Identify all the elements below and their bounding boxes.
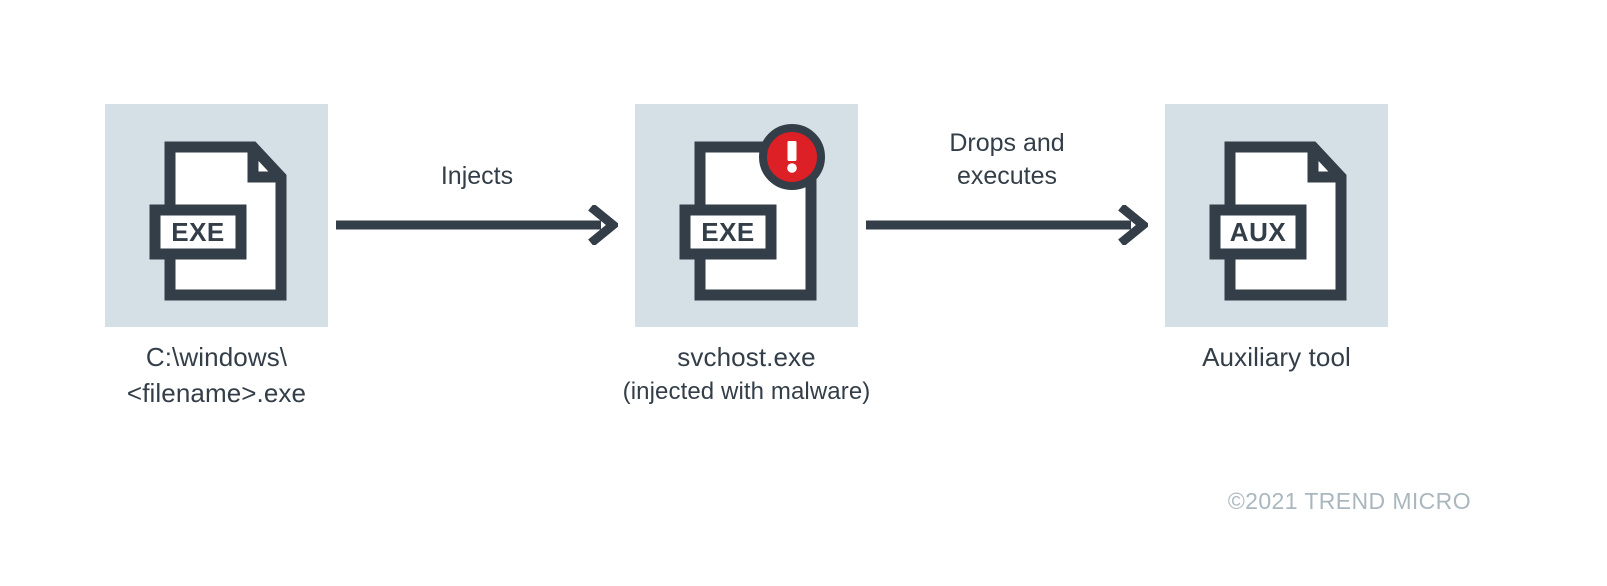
arrow-injects-label: Injects — [336, 160, 618, 193]
arrow-drops-executes — [866, 205, 1148, 245]
arrow-label-line-2: executes — [956, 162, 1058, 190]
arrow-label-line-1: Drops and — [949, 129, 1065, 157]
flow-node-auxiliary-tool: AUX Auxiliary tool — [1165, 104, 1388, 372]
node-caption: Auxiliary tool — [1105, 339, 1448, 375]
node-caption: C:\windows\ <filename>.exe — [45, 339, 388, 411]
node-panel: AUX — [1165, 104, 1388, 327]
svg-text:EXE: EXE — [701, 217, 755, 247]
file-exe-infected-icon: EXE — [635, 104, 858, 327]
caption-sub-line-1: (injected with malware) — [622, 378, 871, 405]
file-aux-icon: AUX — [1165, 104, 1388, 327]
node-caption: svchost.exe (injected with malware) — [575, 339, 918, 409]
caption-line-1: Auxiliary tool — [1202, 342, 1351, 372]
node-panel: EXE — [635, 104, 858, 327]
svg-text:EXE: EXE — [171, 217, 225, 247]
arrow-label-line-1: Injects — [440, 162, 514, 190]
caption-line-1: svchost.exe — [677, 342, 816, 372]
caption-line-1: C:\windows\ — [145, 342, 288, 372]
alert-badge-icon — [759, 124, 825, 190]
arrow-drops-executes-label: Drops and executes — [866, 127, 1148, 193]
copyright-notice: ©2021 TREND MICRO — [1227, 488, 1471, 514]
flow-node-svchost: EXE svchost.exe (injected with malware) — [623, 104, 870, 405]
caption-line-2: <filename>.exe — [126, 378, 307, 408]
file-exe-icon: EXE — [105, 104, 328, 327]
node-panel: EXE — [105, 104, 328, 327]
arrow-injects — [336, 205, 618, 245]
svg-text:AUX: AUX — [1230, 217, 1287, 247]
flow-node-source-exe: EXE C:\windows\ <filename>.exe — [105, 104, 328, 408]
